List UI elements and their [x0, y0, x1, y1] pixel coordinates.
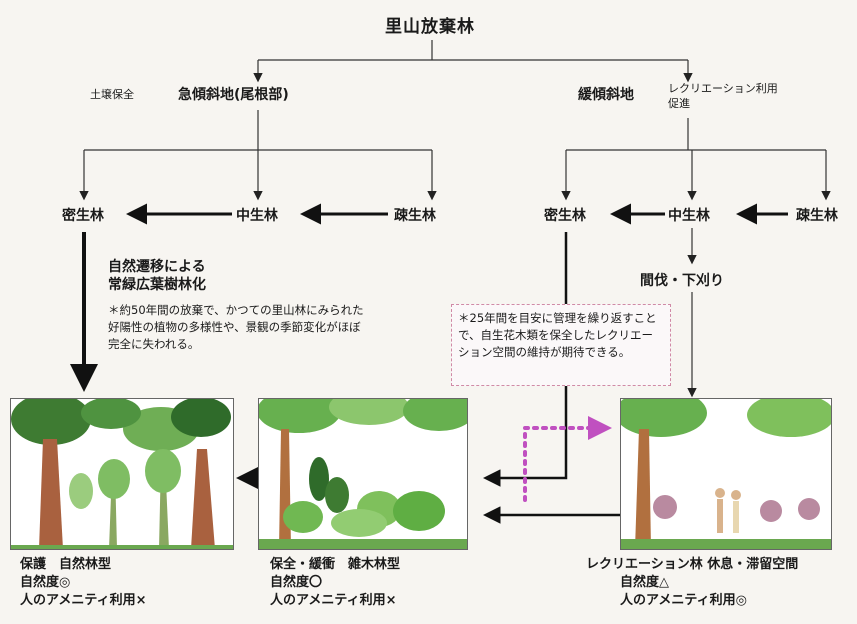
succession-line-2: 常緑広葉樹林化: [108, 277, 206, 293]
left-caption-1: 保護 自然林型: [20, 557, 112, 572]
left-sparse-forest: 疎生林: [394, 208, 436, 224]
thinning-label: 間伐・下刈り: [640, 273, 724, 289]
right-sparse-forest: 疎生林: [796, 208, 838, 224]
recreation-forest-illustration: [620, 398, 832, 550]
succession-line-1: 自然遷移による: [108, 259, 206, 275]
right-caption-3: 人のアメニティ利用◎: [620, 593, 747, 608]
right-note: ＊25年間を目安に管理を繰り返すことで、自生花木類を保全したレクリエーション空間…: [458, 311, 657, 359]
right-dense-forest: 密生林: [544, 208, 586, 224]
middle-caption-2: 自然度〇: [270, 575, 323, 590]
root-title: 里山放棄林: [385, 17, 475, 37]
left-branch-label: 急傾斜地(尾根部): [178, 87, 289, 103]
left-dense-forest: 密生林: [62, 208, 104, 224]
right-caption-2: 自然度△: [620, 575, 669, 590]
left-medium-forest: 中生林: [236, 208, 278, 224]
middle-caption-3: 人のアメニティ利用×: [270, 593, 397, 608]
left-note: ＊約50年間の放棄で、かつての里山林にみられた好陽性の植物の多様性や、景観の季節…: [108, 303, 364, 351]
middle-caption-1: 保全・緩衝 雑木林型: [270, 557, 401, 572]
right-side-note-1: レクリエーション利用: [668, 82, 778, 95]
right-side-note-2: 促進: [668, 97, 690, 110]
right-note-box: [451, 304, 671, 386]
coppice-illustration: [258, 398, 468, 550]
left-side-note: 土壌保全: [90, 88, 134, 101]
right-medium-forest: 中生林: [668, 208, 710, 224]
right-branch-label: 緩傾斜地: [578, 87, 634, 103]
left-caption-3: 人のアメニティ利用×: [20, 593, 147, 608]
left-caption-2: 自然度◎: [20, 575, 71, 590]
right-caption-1: レクリエーション林 休息・滞留空間: [586, 557, 799, 572]
natural-forest-illustration: [10, 398, 234, 550]
